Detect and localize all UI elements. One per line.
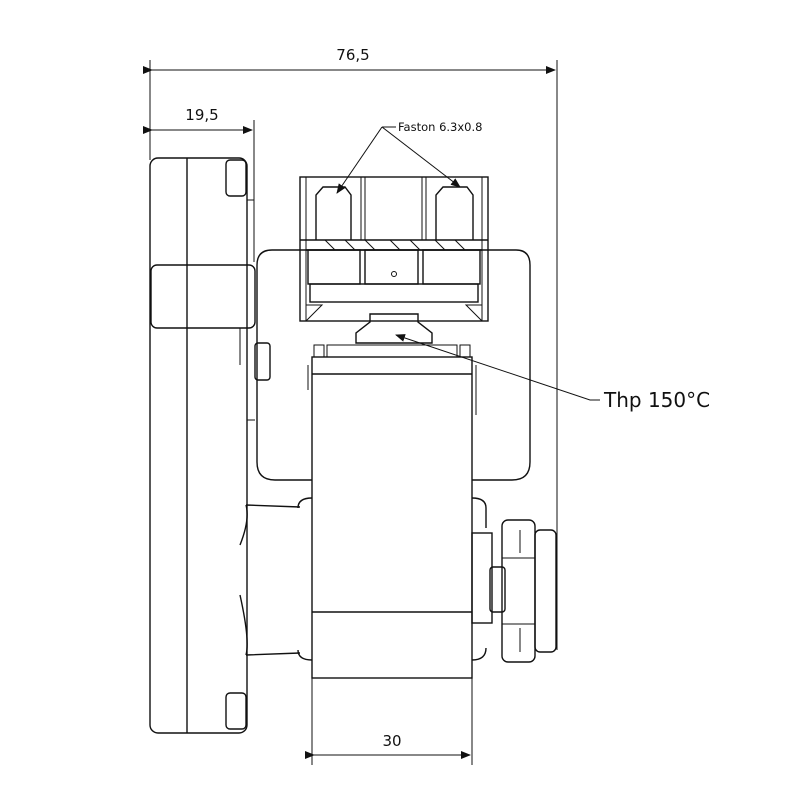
faston-callout: Faston 6.3x0.8 [336,120,482,194]
faston-terminal-left [315,186,352,240]
thermal-protector [355,313,433,344]
faston-terminal-right [435,186,474,240]
motor-body [297,344,487,679]
faston-label: Faston 6.3x0.8 [398,120,482,134]
dimension-label-overall: 76,5 [336,46,369,64]
dimension-plate-depth: 19,5 [143,106,255,262]
dimension-label-plate: 19,5 [185,106,218,124]
dimension-body-width: 30 [305,678,473,765]
thermal-protector-callout: Thp 150°C [395,334,710,412]
dimension-label-body: 30 [382,732,401,750]
thermal-protector-label: Thp 150°C [603,388,710,412]
shaft-knob [471,519,557,663]
faston-connector-block [299,176,489,322]
dimension-overall-width: 76,5 [143,46,558,650]
mounting-plate [149,157,301,734]
